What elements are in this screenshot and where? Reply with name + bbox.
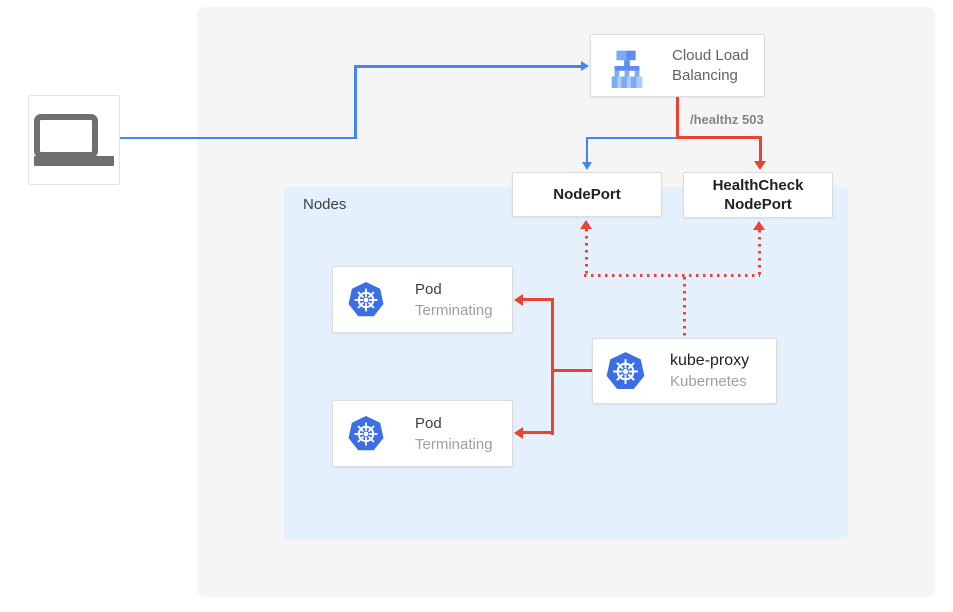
cloud-load-balancing-icon xyxy=(604,43,650,89)
pod1-card: Pod Terminating xyxy=(332,266,513,333)
healthcheck-dotted-arrowhead-icon xyxy=(753,221,765,230)
healthcheck-nodeport-card: HealthCheck NodePort xyxy=(683,172,833,218)
split-healthcheck-edge-v xyxy=(758,136,762,162)
nodes-label: Nodes xyxy=(303,196,347,213)
nodeport-arrowhead-icon xyxy=(582,162,592,170)
nodeport-label: NodePort xyxy=(553,186,621,203)
healthcheck-dotted-edge-v xyxy=(757,230,761,275)
client-lb-edge-v xyxy=(354,65,357,139)
client-lb-edge-h2 xyxy=(354,65,581,68)
pod2-edge-h xyxy=(521,431,554,434)
kubernetes-icon xyxy=(347,415,385,453)
pod1-edge-h xyxy=(521,298,554,301)
pod1-title: Pod xyxy=(415,280,442,298)
pod2-title: Pod xyxy=(415,414,442,432)
kubeproxy-pods-edge-h xyxy=(551,368,592,372)
cloud-load-balancing-label: Cloud Load Balancing xyxy=(672,46,749,84)
split-healthcheck-edge-h xyxy=(676,136,762,139)
pod1-arrowhead-icon xyxy=(514,293,523,306)
client-lb-edge-h1 xyxy=(120,136,356,140)
pod2-status: Terminating xyxy=(415,435,493,453)
healthcheck-arrowhead-icon xyxy=(754,161,766,170)
kubernetes-icon xyxy=(605,351,646,392)
split-nodeport-edge-h xyxy=(586,136,679,139)
nodeport-card: NodePort xyxy=(512,172,662,217)
kube-proxy-title: kube-proxy xyxy=(670,352,750,369)
kubernetes-icon xyxy=(347,281,385,319)
kubeproxy-dotted-edge-v xyxy=(682,277,686,338)
pod1-status: Terminating xyxy=(415,301,493,319)
dotted-edge-h xyxy=(584,273,760,277)
pod2-text: Pod Terminating xyxy=(415,413,493,455)
lb-split-edge-v xyxy=(676,97,679,139)
laptop-icon xyxy=(34,114,114,166)
kube-proxy-text: kube-proxy Kubernetes xyxy=(670,350,749,392)
healthz-status-label: /healthz 503 xyxy=(690,112,764,127)
pod2-card: Pod Terminating xyxy=(332,400,513,467)
client-device-card xyxy=(28,95,120,185)
pods-trunk-edge-v xyxy=(551,298,554,435)
healthcheck-nodeport-label: HealthCheck NodePort xyxy=(712,177,804,213)
nodeport-dotted-edge-v xyxy=(584,229,588,275)
pod2-arrowhead-icon xyxy=(514,426,523,439)
kube-proxy-card: kube-proxy Kubernetes xyxy=(592,338,777,404)
cloud-load-balancing-card: Cloud Load Balancing xyxy=(590,34,765,97)
lb-arrowhead-icon xyxy=(581,61,589,71)
split-nodeport-edge-v xyxy=(585,136,589,163)
kube-proxy-subtitle: Kubernetes xyxy=(670,373,747,390)
pod1-text: Pod Terminating xyxy=(415,279,493,321)
nodeport-dotted-arrowhead-icon xyxy=(580,220,592,229)
